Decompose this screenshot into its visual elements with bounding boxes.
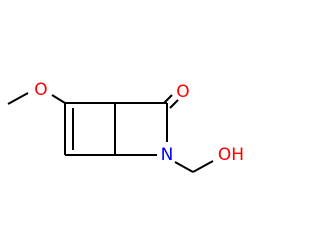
methoxy-oxygen-label: O — [34, 80, 47, 100]
atom-labels: O O N OH — [34, 80, 244, 165]
molecule-diagram: O O N OH — [7, 80, 244, 173]
carbonyl-oxygen-label: O — [176, 82, 189, 102]
bonds — [7, 92, 214, 173]
bond-ch2-oh — [192, 160, 214, 173]
hydroxyl-label: OH — [218, 145, 244, 165]
bond-n-ch2 — [174, 161, 194, 173]
ring-nitrogen-label: N — [161, 145, 174, 165]
bond-methyl-o — [7, 92, 29, 105]
bond-o-c1 — [51, 94, 66, 104]
bond-c4-o — [163, 94, 173, 104]
bond-c4-o-outer — [169, 99, 179, 109]
